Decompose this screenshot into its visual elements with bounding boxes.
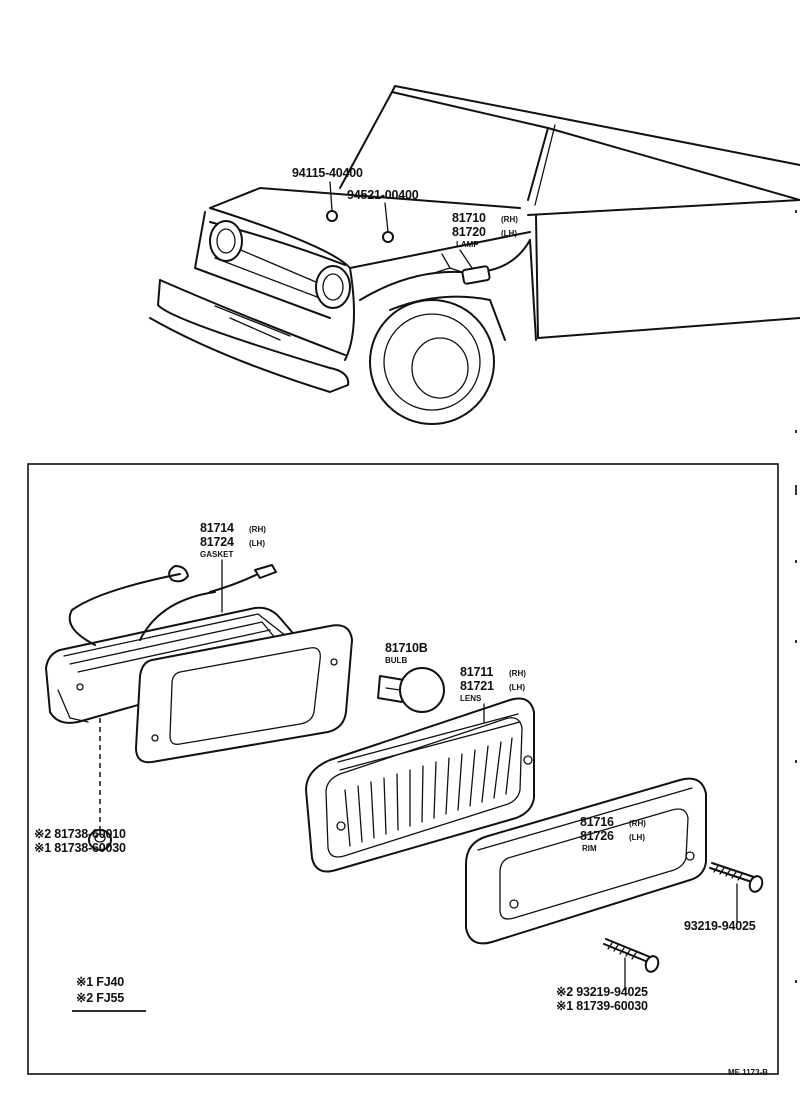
svg-text:81726: 81726 (580, 829, 614, 843)
svg-text:94521-00400: 94521-00400 (347, 188, 419, 202)
side-lamp-on-vehicle (461, 265, 491, 285)
lens-ribs (337, 713, 521, 847)
svg-text:94115-40400: 94115-40400 (292, 166, 363, 180)
callout-side-lamp: 81710 (RH) 81720 (LH) LAMP (452, 211, 518, 249)
callout-94521-00400: 94521-00400 (347, 188, 419, 233)
exploded-view-frame (27, 463, 779, 1075)
svg-text:81710B: 81710B (385, 641, 428, 655)
callout-screw-right: 93219-94025 (684, 883, 756, 933)
svg-text:81721: 81721 (460, 679, 494, 693)
callout-lens: 81711 (RH) 81721 (LH) LENS (460, 665, 526, 723)
svg-text:(LH): (LH) (249, 539, 265, 548)
svg-text:※1 81739-60030: ※1 81739-60030 (556, 999, 648, 1013)
hood-clip-94521-00400 (382, 231, 394, 243)
svg-text:RIM: RIM (582, 844, 597, 853)
svg-text:※2 81738-60010: ※2 81738-60010 (34, 827, 126, 841)
callout-bulb: 81710B BULB (385, 641, 428, 665)
callout-screw-bottom: ※2 93219-94025 ※1 81739-60030 (556, 957, 648, 1013)
svg-text:※1 FJ40: ※1 FJ40 (76, 975, 124, 989)
lamp-wiring (68, 564, 277, 646)
callout-rim: 81716 (RH) 81726 (LH) RIM (580, 815, 646, 853)
scan-specks (795, 210, 797, 983)
svg-text:(LH): (LH) (501, 229, 517, 238)
svg-text:GASKET: GASKET (200, 550, 233, 559)
grommet (88, 718, 112, 851)
screw-bottom (603, 938, 660, 973)
svg-text:(LH): (LH) (629, 833, 645, 842)
lens (305, 697, 535, 873)
svg-text:(LH): (LH) (509, 683, 525, 692)
rim (465, 777, 707, 945)
svg-text:93219-94025: 93219-94025 (684, 919, 756, 933)
svg-text:81724: 81724 (200, 535, 234, 549)
drawing-code: ME 1173-B (728, 1068, 768, 1077)
svg-text:81710: 81710 (452, 211, 486, 225)
svg-text:(RH): (RH) (249, 525, 266, 534)
svg-text:81720: 81720 (452, 225, 486, 239)
svg-text:※1 81738-60030: ※1 81738-60030 (34, 841, 126, 855)
gasket (135, 624, 353, 764)
svg-text:LAMP: LAMP (456, 240, 479, 249)
callout-gasket: 81714 (RH) 81724 (LH) GASKET (200, 521, 266, 613)
svg-text:※2 93219-94025: ※2 93219-94025 (556, 985, 648, 999)
svg-text:※2 FJ55: ※2 FJ55 (76, 991, 124, 1005)
callout-grommet: ※2 81738-60010 ※1 81738-60030 (34, 827, 126, 855)
svg-text:(RH): (RH) (501, 215, 518, 224)
svg-text:BULB: BULB (385, 656, 407, 665)
model-legend: ※1 FJ40 ※2 FJ55 (72, 975, 146, 1012)
hood-clip-94115-40400 (326, 210, 338, 222)
svg-text:81714: 81714 (200, 521, 234, 535)
svg-text:(RH): (RH) (629, 819, 646, 828)
vehicle-illustration (149, 85, 800, 425)
svg-text:(RH): (RH) (509, 669, 526, 678)
svg-text:81716: 81716 (580, 815, 614, 829)
svg-text:81711: 81711 (460, 665, 493, 679)
screw-right (709, 862, 764, 893)
svg-text:LENS: LENS (460, 694, 482, 703)
callout-94115-40400: 94115-40400 (292, 166, 363, 212)
bulb (377, 667, 445, 713)
